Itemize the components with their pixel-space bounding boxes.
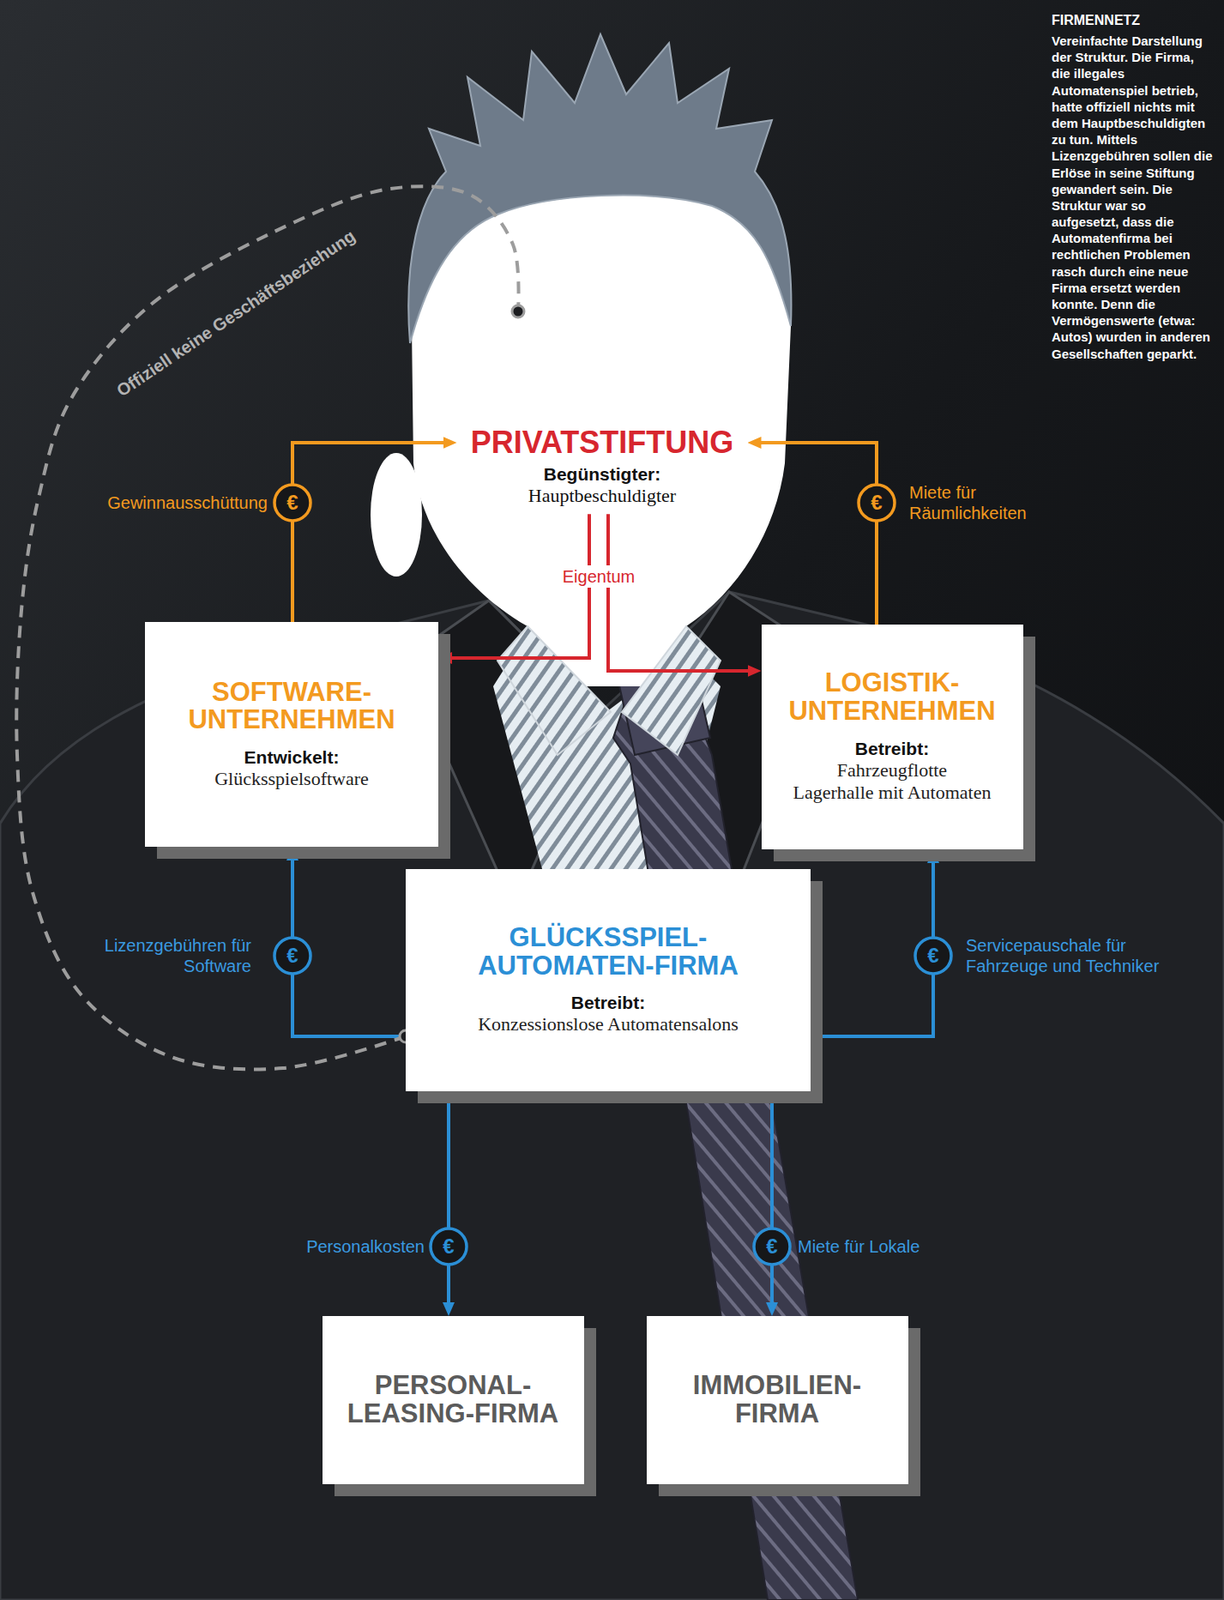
hair bbox=[408, 34, 791, 344]
currency-symbol: € bbox=[430, 1228, 467, 1265]
payment-arrow bbox=[770, 1091, 774, 1308]
box-label: Entwickelt: bbox=[244, 746, 340, 768]
diagram-title: FIRMENNETZ bbox=[1051, 12, 1213, 31]
euro-circle bbox=[430, 1228, 467, 1265]
box-heading: PERSONAL- LEASING-FIRMA bbox=[339, 1371, 567, 1428]
ownership-arrow bbox=[608, 513, 754, 671]
process-box: GLÜCKSSPIEL- AUTOMATEN-FIRMA Betreibt:Kon… bbox=[405, 868, 811, 1092]
payment-arrow bbox=[292, 855, 406, 1037]
connector-label: Servicepauschale für Fahrzeuge und Techn… bbox=[965, 934, 1176, 977]
connector-label: Lizenzgebühren für Software bbox=[101, 934, 252, 977]
box-heading: LOGISTIK- UNTERNEHMEN bbox=[778, 669, 1007, 725]
process-box: SOFTWARE- UNTERNEHMEN Entwickelt:Glückssp… bbox=[144, 621, 439, 847]
euro-circle bbox=[753, 1228, 790, 1265]
box-heading: SOFTWARE- UNTERNEHMEN bbox=[178, 678, 406, 735]
connector-label: Personalkosten bbox=[306, 1236, 425, 1257]
suit-body bbox=[0, 591, 1224, 1600]
role-label: Begünstigter: bbox=[543, 463, 662, 485]
payment-arrow bbox=[446, 1091, 451, 1308]
euro-circle bbox=[915, 937, 952, 974]
box-heading: IMMOBILIEN- FIRMA bbox=[663, 1371, 892, 1428]
box-label: Betreibt: bbox=[855, 737, 929, 760]
euro-circles bbox=[274, 484, 952, 1265]
process-box: LOGISTIK- UNTERNEHMEN Betreibt:Fahrzeugfl… bbox=[761, 624, 1024, 850]
box-text: Glücksspielsoftware bbox=[214, 767, 369, 790]
ear bbox=[370, 452, 423, 577]
connector-label: Miete für Räumlichkeiten bbox=[909, 482, 1060, 524]
shirt-collar bbox=[621, 626, 721, 755]
box-text: Fahrzeugflotte bbox=[837, 759, 947, 782]
box-text: Lagerhalle mit Automaten bbox=[793, 781, 992, 804]
euro-circle bbox=[858, 484, 895, 521]
role-text: Hauptbeschuldigter bbox=[528, 484, 676, 507]
currency-symbol: € bbox=[274, 484, 311, 521]
shirt-collar bbox=[497, 626, 611, 755]
currency-symbol: € bbox=[915, 937, 952, 974]
box-text: Konzessionslose Automatensalons bbox=[477, 1012, 739, 1036]
foundation-node: PRIVATSTIFTUNG Begünstigter:Hauptbeschuld… bbox=[457, 311, 748, 514]
foundation-heading: PRIVATSTIFTUNG bbox=[470, 425, 735, 460]
connector-label: Gewinnausschüttung bbox=[107, 492, 268, 513]
connector-end-dot bbox=[512, 305, 525, 318]
currency-symbol: € bbox=[858, 484, 895, 521]
rent-flow-arrow bbox=[756, 442, 878, 625]
diagram-caption: Vereinfachte Darstellung der Struktur. D… bbox=[1051, 32, 1213, 362]
currency-symbol: € bbox=[274, 937, 311, 974]
process-box: PERSONAL- LEASING-FIRMA bbox=[322, 1315, 585, 1484]
connector-label: Miete für Lokale bbox=[797, 1236, 920, 1257]
profit-flow-arrow bbox=[292, 442, 449, 622]
process-box: IMMOBILIEN- FIRMA bbox=[646, 1315, 909, 1484]
euro-circle bbox=[274, 937, 311, 974]
connector-label: Eigentum bbox=[558, 565, 640, 588]
payment-arrow bbox=[810, 857, 934, 1037]
box-label: Betreibt: bbox=[571, 991, 646, 1013]
currency-symbol: € bbox=[753, 1228, 790, 1265]
euro-circle bbox=[274, 484, 311, 521]
box-heading: GLÜCKSSPIEL- AUTOMATEN-FIRMA bbox=[464, 923, 753, 980]
